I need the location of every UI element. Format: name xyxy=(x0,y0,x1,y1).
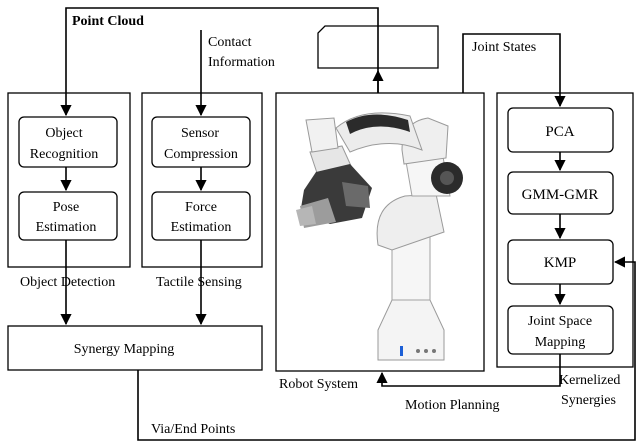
object-recognition-box xyxy=(18,116,118,168)
robot-system-label: Robot System xyxy=(279,377,358,392)
gmm-gmr-label: GMM-GMR xyxy=(522,187,599,203)
point-cloud-label: Point Cloud xyxy=(72,14,144,29)
object-recognition-line2: Recognition xyxy=(30,147,98,162)
via-end-points-label: Via/End Points xyxy=(151,422,235,437)
pose-estimation-box xyxy=(18,191,118,241)
via-end-points-line xyxy=(137,256,636,441)
synergy-mapping-box xyxy=(7,325,263,371)
point-cloud-line xyxy=(60,7,379,117)
joint-space-line1: Joint Space xyxy=(528,314,592,329)
force-estimation-line2: Estimation xyxy=(171,220,232,235)
synergy-mapping-label: Synergy Mapping xyxy=(74,342,174,357)
pose-estimation-line1: Pose xyxy=(53,200,79,215)
joint-states-label: Joint States xyxy=(472,40,536,55)
robot-arm-image xyxy=(296,112,463,361)
motion-planning-line xyxy=(376,354,561,387)
contact-info-label-line1: Contact xyxy=(208,35,252,50)
object-detection-label: Object Detection xyxy=(20,275,115,290)
force-estimation-line1: Force xyxy=(185,200,217,215)
kernelized-label-line2: Synergies xyxy=(561,393,616,408)
tactile-sensing-label: Tactile Sensing xyxy=(156,275,242,290)
robot-system-group xyxy=(275,92,485,372)
sensor-compression-line2: Compression xyxy=(164,147,238,162)
kernelized-synergies-group xyxy=(496,92,634,368)
motion-planning-label: Motion Planning xyxy=(405,398,500,413)
kmp-label: KMP xyxy=(544,255,577,271)
joint-space-line2: Mapping xyxy=(535,335,586,350)
joint-states-line xyxy=(462,33,566,108)
contact-info-label-line2: Information xyxy=(208,55,275,70)
object-detection-group xyxy=(7,92,131,268)
object-recognition-line1: Object xyxy=(45,126,82,141)
sensor-compression-line1: Sensor xyxy=(181,126,219,141)
pose-estimation-line2: Estimation xyxy=(36,220,97,235)
pca-label: PCA xyxy=(545,124,574,140)
tactile-sensing-group xyxy=(141,92,263,268)
kernelized-label-line1: Kernelized xyxy=(559,373,620,388)
